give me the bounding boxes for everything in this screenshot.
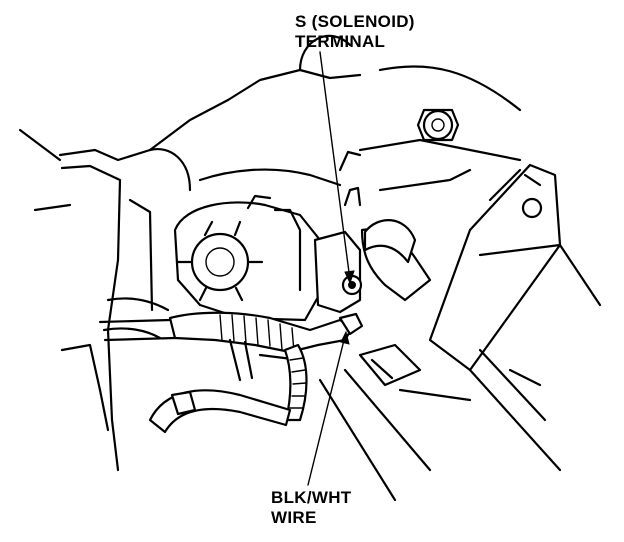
left-frame	[18, 98, 230, 472]
lower-hose	[148, 338, 292, 434]
solenoid-leader-arrow	[344, 270, 355, 285]
engine-block	[148, 34, 522, 192]
starter-motor	[173, 194, 324, 322]
right-bracket	[428, 163, 602, 472]
battery-cable	[360, 219, 432, 302]
solenoid-leader-line	[319, 51, 351, 281]
wire-leader-arrow	[340, 330, 350, 345]
wire-leader-line	[307, 335, 346, 486]
leader-lines	[307, 51, 355, 486]
solenoid-callout-line1: S (SOLENOID)	[295, 12, 415, 31]
wire-callout-line1: BLK/WHT	[271, 488, 352, 507]
solenoid-terminal-callout: S (SOLENOID) TERMINAL	[295, 12, 415, 52]
blk-wht-wire-callout: BLK/WHT WIRE	[271, 488, 351, 528]
top-bolt-icon	[416, 108, 460, 142]
blk-wht-wire	[98, 311, 364, 422]
cable-clamp	[358, 343, 422, 387]
solenoid-callout-line2: TERMINAL	[295, 32, 386, 51]
wire-callout-line2: WIRE	[271, 508, 317, 527]
solenoid	[313, 150, 363, 314]
